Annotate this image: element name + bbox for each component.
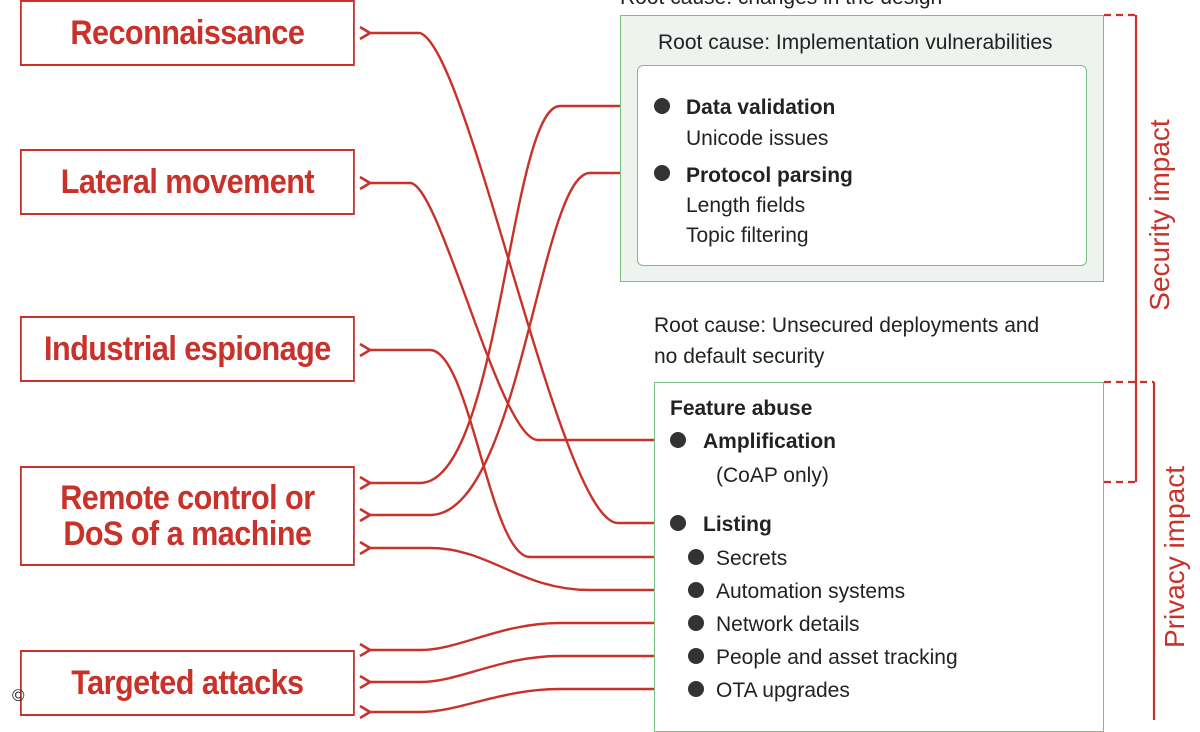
- arrow-network-to-targeted: [370, 621, 694, 650]
- item-people-asset-tracking: People and asset tracking: [716, 646, 958, 669]
- impact-reconnaissance: Reconnaissance: [20, 0, 355, 66]
- top-caption: Root cause: changes in the design: [620, 0, 942, 11]
- deployments-caption-line2: no default security: [654, 345, 825, 368]
- item-topic-filtering: Topic filtering: [686, 224, 809, 247]
- deployments-caption-line1: Root cause: Unsecured deployments and: [654, 314, 1040, 337]
- arrow-amplification-to-lateral: [370, 183, 676, 442]
- arrow-ota-to-targeted: [370, 687, 694, 712]
- implementation-inner-panel: [637, 65, 1087, 266]
- feature-abuse-title: Feature abuse: [670, 397, 813, 420]
- item-data-validation: Data validation: [686, 96, 836, 119]
- privacy-impact-label: Privacy impact: [1159, 465, 1190, 649]
- arrow-listing-to-reconnaissance: [370, 33, 676, 525]
- bullet-secrets: [688, 549, 704, 565]
- item-coap-only: (CoAP only): [716, 464, 829, 487]
- item-network-details: Network details: [716, 613, 860, 636]
- security-impact-bracket: [1104, 13, 1138, 484]
- arrow-people-to-targeted: [370, 654, 694, 682]
- impact-industrial-espionage: Industrial espionage: [20, 316, 355, 382]
- privacy-impact-bracket: [1104, 380, 1156, 720]
- item-listing: Listing: [703, 513, 772, 536]
- bullet-automation: [688, 582, 704, 598]
- item-protocol-parsing: Protocol parsing: [686, 164, 853, 187]
- arrow-automation-to-remote: [370, 548, 694, 592]
- arrow-datavalidation-to-remote: [370, 104, 660, 483]
- arrow-protocolparsing-to-remote: [370, 171, 660, 515]
- bullet-ota: [688, 681, 704, 697]
- item-length-fields: Length fields: [686, 194, 806, 217]
- bullet-listing: [670, 515, 686, 531]
- security-impact-label: Security impact: [1144, 119, 1175, 311]
- impact-remote-control: Remote control or DoS of a machine: [20, 466, 355, 566]
- bullet-people: [688, 648, 704, 664]
- item-unicode-issues: Unicode issues: [686, 127, 829, 150]
- item-amplification: Amplification: [703, 430, 837, 453]
- item-ota-upgrades: OTA upgrades: [716, 679, 850, 702]
- arrow-secrets-to-espionage: [370, 350, 694, 559]
- feature-abuse-panel: [654, 382, 1104, 732]
- implementation-title: Root cause: Implementation vulnerabiliti…: [658, 31, 1053, 54]
- item-automation-systems: Automation systems: [716, 580, 906, 603]
- bullet-data-validation: [654, 98, 670, 114]
- bullet-network: [688, 615, 704, 631]
- impact-targeted-attacks: Targeted attacks: [20, 650, 355, 716]
- bullet-amplification: [670, 432, 686, 448]
- bullet-protocol-parsing: [654, 165, 670, 181]
- copyright-mark: ©: [12, 686, 25, 705]
- item-secrets: Secrets: [716, 547, 788, 570]
- impact-lateral-movement: Lateral movement: [20, 149, 355, 215]
